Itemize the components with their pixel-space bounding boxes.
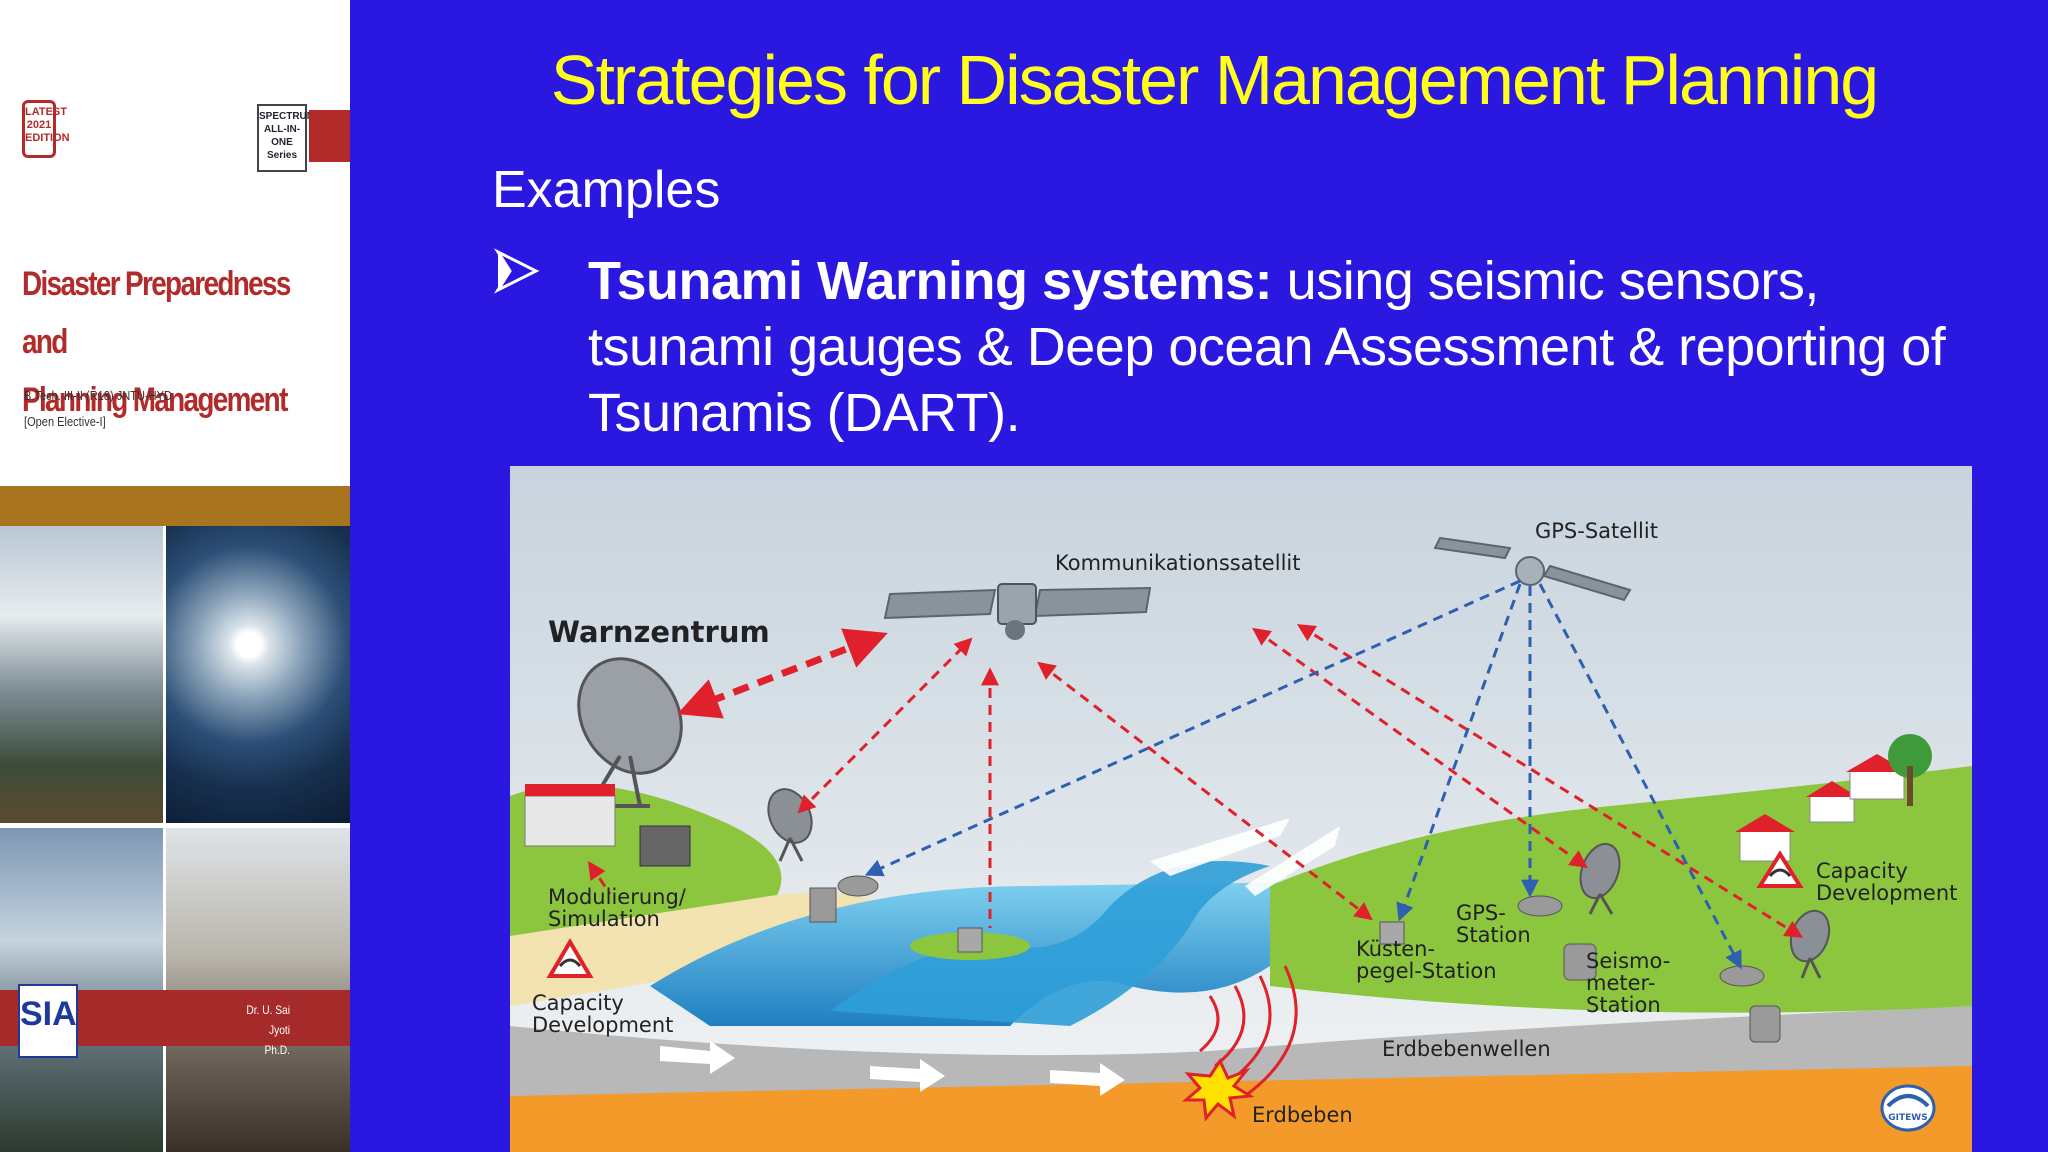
tide-gauge-icon [809,887,837,923]
island-buoy-icon [957,927,983,953]
label-erdbebenwellen: Erdbebenwellen [1382,1037,1551,1061]
slide-subheading: Examples [492,161,721,219]
label-kommunikationssatellit: Kommunikationssatellit [1055,551,1300,575]
cover-gold-band [0,486,350,526]
cover-title-line2: Planning Management [22,381,288,419]
book-cover: LATEST 2021 EDITION SPECTRUM ALL-IN-ONE … [0,0,350,1152]
label-gps-satellit: GPS-Satellit [1535,519,1658,543]
gps-receiver-right-icon [1719,965,1765,987]
cover-author: Dr. U. Sai Jyoti Ph.D. [231,1000,290,1060]
label-seismo-3: Station [1586,993,1661,1017]
label-simulation: Simulation [548,907,660,931]
communication-satellite-icon [883,583,1152,640]
label-capacity-right-1: Capacity [1816,859,1908,883]
label-seismo-2: meter- [1586,971,1655,995]
blue-gps-links [864,579,1742,970]
cover-subtitle: B.Tech. III-II (R18) JNTU-HYD [Open Elec… [24,383,172,435]
red-comm-links [588,624,1804,938]
slide-title: Strategies for Disaster Management Plann… [550,41,1879,119]
bullet-bold: Tsunami Warning systems: [588,251,1273,311]
label-capacity-left-1: Capacity [532,991,624,1015]
label-capacity-right-2: Development [1816,881,1957,905]
label-gps-station-2: Station [1456,923,1531,947]
cover-course: B.Tech. III-II (R18) JNTU-HYD [24,388,172,403]
cover-elective: [Open Elective-I] [24,414,106,429]
gauge-right-icon [1749,1005,1781,1043]
gps-station-icon [1517,895,1563,917]
gps-satellite-icon [1433,536,1632,602]
label-seismo-1: Seismo- [1586,949,1670,973]
cover-photo-hurricane [166,526,350,823]
label-kuesten-2: pegel-Station [1356,959,1497,983]
cover-title-line1: Disaster Preparedness and [22,265,291,361]
plate-arrows [660,1041,1125,1096]
arrow-bullet-icon [494,248,540,294]
bullet-text: using seismic sensors, tsunami gauges & … [588,251,1946,443]
author-degree: Ph.D. [264,1043,290,1057]
tsunami-warning-diagram: Warnzentrum Kommunikationssatellit GPS-S… [510,466,1972,1152]
label-warnzentrum: Warnzentrum [548,615,770,649]
bullet-item: Tsunami Warning systems: using seismic s… [588,248,2008,446]
seismic-waves [1199,965,1298,1098]
warning-center-buildings-icon [524,784,691,867]
author-name: Dr. U. Sai Jyoti [246,1003,290,1037]
epicenter-icon [1181,1057,1255,1122]
label-gps-station-1: GPS- [1456,901,1506,925]
gitews-logo-icon: GITEWS [1880,1084,1936,1132]
seismometer-icon [1563,943,1597,981]
gitews-text: GITEWS [1888,1113,1927,1123]
publisher-logo: SIA [18,984,78,1058]
label-capacity-left-2: Development [532,1013,673,1037]
capacity-warning-left-icon [546,938,594,978]
label-modulierung: Modulierung/ [548,885,687,909]
cover-title: Disaster Preparedness and Planning Manag… [22,255,334,429]
series-logo: SPECTRUM ALL-IN-ONE Series [257,104,315,172]
warning-center-dish-icon [577,657,683,808]
label-kuesten-1: Küsten- [1356,937,1435,961]
gps-receiver-icon [837,875,879,897]
series-tab [309,110,350,162]
edition-badge: LATEST 2021 EDITION [22,100,70,158]
cover-photo-flood [0,526,163,823]
label-erdbeben: Erdbeben [1252,1103,1353,1127]
